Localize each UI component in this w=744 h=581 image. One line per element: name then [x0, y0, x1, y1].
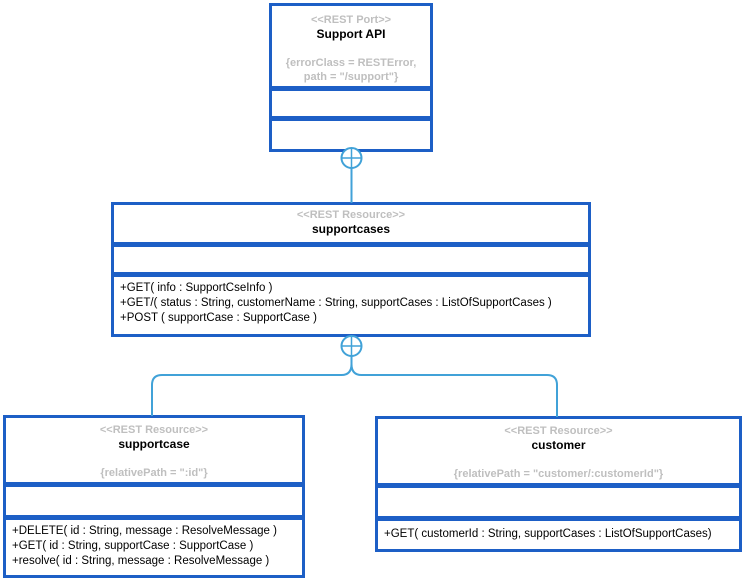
node-header: <<REST Resource>> supportcase {relativeP…	[3, 415, 305, 485]
method-line: +DELETE( id : String, message : ResolveM…	[12, 525, 277, 537]
node-name: supportcases	[311, 222, 391, 236]
attributes-compartment	[111, 244, 591, 275]
method-line: +resolve( id : String, message : Resolve…	[12, 555, 270, 567]
node-name: Support API	[316, 27, 386, 41]
node-name: customer	[531, 438, 586, 452]
property-line: {errorClass = RESTError,	[285, 57, 417, 69]
node-name: supportcase	[118, 437, 190, 451]
attributes-compartment	[3, 484, 305, 518]
node-stereotype: <<REST Resource>>	[296, 209, 406, 221]
property-line: path = "/support"}	[303, 71, 399, 83]
node-stereotype: <<REST Port>>	[310, 14, 392, 26]
attributes-compartment	[375, 485, 742, 519]
node-header: <<REST Port>> Support API {errorClass = …	[269, 3, 433, 89]
node-stereotype: <<REST Resource>>	[99, 424, 209, 436]
node-header: <<REST Resource>> supportcases	[111, 202, 591, 245]
property-line: {relativePath = "customer/:customerId"}	[453, 468, 664, 480]
edge-supportcases-customer	[350, 363, 558, 417]
method-line: +POST ( supportCase : SupportCase )	[120, 312, 317, 324]
method-line: +GET( customerId : String, supportCases …	[384, 528, 712, 540]
node-properties: {errorClass = RESTError, path = "/suppor…	[272, 56, 430, 84]
uml-node-customer[interactable]: <<REST Resource>> customer {relativePath…	[375, 416, 742, 552]
edge-supportcases-supportcase	[151, 363, 353, 416]
uml-node-supportcases[interactable]: <<REST Resource>> supportcases +GET( inf…	[111, 202, 591, 337]
methods-compartment: +DELETE( id : String, message : ResolveM…	[3, 517, 305, 578]
method-line: +GET( info : SupportCseInfo )	[120, 282, 273, 294]
uml-node-supportcase[interactable]: <<REST Resource>> supportcase {relativeP…	[3, 415, 305, 578]
methods-compartment	[269, 118, 433, 152]
node-header: <<REST Resource>> customer {relativePath…	[375, 416, 742, 486]
node-properties: {relativePath = "customer/:customerId"}	[378, 467, 739, 481]
port-circle-plus-icon	[340, 335, 363, 357]
methods-compartment: +GET( info : SupportCseInfo ) +GET/( sta…	[111, 274, 591, 337]
node-properties: {relativePath = ":id"}	[6, 466, 302, 480]
methods-compartment: +GET( customerId : String, supportCases …	[375, 518, 742, 552]
attributes-compartment	[269, 88, 433, 119]
method-line: +GET( id : String, supportCase : Support…	[12, 540, 254, 552]
property-line: {relativePath = ":id"}	[100, 467, 208, 479]
node-stereotype: <<REST Resource>>	[504, 425, 613, 437]
method-line: +GET/( status : String, customerName : S…	[120, 297, 552, 309]
uml-node-support-api[interactable]: <<REST Port>> Support API {errorClass = …	[269, 3, 433, 152]
